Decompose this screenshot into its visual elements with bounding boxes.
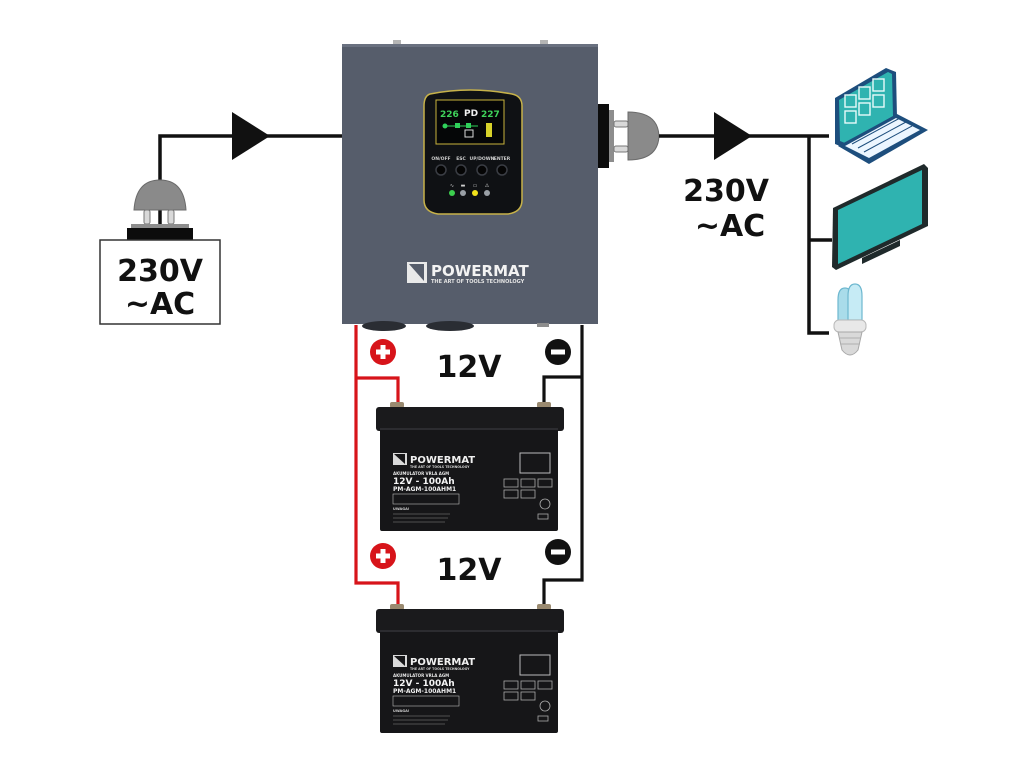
light-bulb-icon [833,283,867,356]
positive-terminal-icon [370,543,396,569]
battery-2: POWERMAT THE ART OF TOOLS TECHNOLOGY AKU… [376,604,564,733]
button-label-on-off: ON/OFF [431,156,450,162]
battery-1-charge-indicator [519,452,551,474]
battery-1-tagline: THE ART OF TOOLS TECHNOLOGY [410,465,470,469]
enter-button[interactable] [496,164,508,176]
output-socket [597,104,609,168]
up-down-button[interactable] [476,164,488,176]
display-flow-icon [442,123,492,138]
inverter-buttons: ON/OFF ESC UP/DOWN ENTER [431,156,511,176]
input-label-box [99,239,221,325]
negative-wire [542,325,584,607]
battery-1-brand: POWERMAT [410,455,475,466]
battery-1-warning: UWAGA! [393,507,410,511]
fault-indicator-icon: ⚠ [485,183,490,189]
display-mode: PD [464,109,478,119]
battery-indicator-icon: ▬ [461,183,466,189]
battery-2-voltage-label: 12V [437,553,503,588]
status-leds: ∿ ▬ ▭ ⚠ [449,183,490,196]
button-label-up-down: UP/DOWN [470,156,495,162]
input-type-label: ~AC [125,287,195,322]
input-plug-icon [127,179,193,240]
battery-1-safety-icons [503,478,553,520]
battery-1-voltage-label: 12V [437,350,503,385]
load-bus-wire [807,136,832,335]
input-source: 230V ~AC [99,112,345,325]
battery-2-charge-indicator [519,654,551,676]
on-off-button[interactable] [435,164,447,176]
output-plug-icon [613,111,660,161]
battery-2-model: PM-AGM-100AHM1 [393,688,456,695]
input-wire [158,134,345,230]
ac-indicator-icon: ∿ [450,183,454,189]
monitor-icon [832,164,928,270]
battery-1-type: AKUMULATOR VRLA AGM [393,471,449,476]
battery-1-rating: 12V - 100Ah [393,477,455,487]
button-label-enter: ENTER [494,156,511,162]
battery-2-type: AKUMULATOR VRLA AGM [393,673,449,678]
negative-terminal-icon [545,339,571,365]
battery-2-rating: 12V - 100Ah [393,679,455,689]
display-input-value: 226 [440,110,459,120]
laptop-icon [835,68,928,164]
battery-1-model: PM-AGM-100AHM1 [393,486,456,493]
battery-2-warning: UWAGA! [393,709,410,713]
inverter-tagline: THE ART OF TOOLS TECHNOLOGY [431,279,525,285]
output-direction-arrow-icon [714,112,752,160]
positive-wire [354,325,400,607]
battery-2-tagline: THE ART OF TOOLS TECHNOLOGY [410,667,470,671]
positive-terminal-icon [370,339,396,365]
input-direction-arrow-icon [232,112,270,160]
inverter-brand: POWERMAT THE ART OF TOOLS TECHNOLOGY [407,262,529,285]
output-voltage-label: 230V [683,174,770,209]
inverter: 226 PD 227 ON/OFF ESC UP/DOWN ENTER ∿ ▬ … [342,40,598,331]
display-output-value: 227 [481,110,500,120]
battery-1: POWERMAT THE ART OF TOOLS TECHNOLOGY AKU… [376,402,564,531]
input-voltage-label: 230V [117,254,204,289]
charge-indicator-icon: ▭ [473,183,478,189]
negative-terminal-icon [545,539,571,565]
battery-2-safety-icons [503,680,553,722]
led-battery [460,190,466,196]
output-type-label: ~AC [695,209,765,244]
battery-2-brand: POWERMAT [410,657,475,668]
led-fault [484,190,490,196]
dc-wiring: 12V 12V [354,325,584,607]
inverter-brand-name: POWERMAT [431,262,529,280]
button-label-esc: ESC [456,156,466,162]
led-charge [472,190,478,196]
output-side: 230V ~AC [597,68,928,356]
esc-button[interactable] [455,164,467,176]
led-ac [449,190,455,196]
